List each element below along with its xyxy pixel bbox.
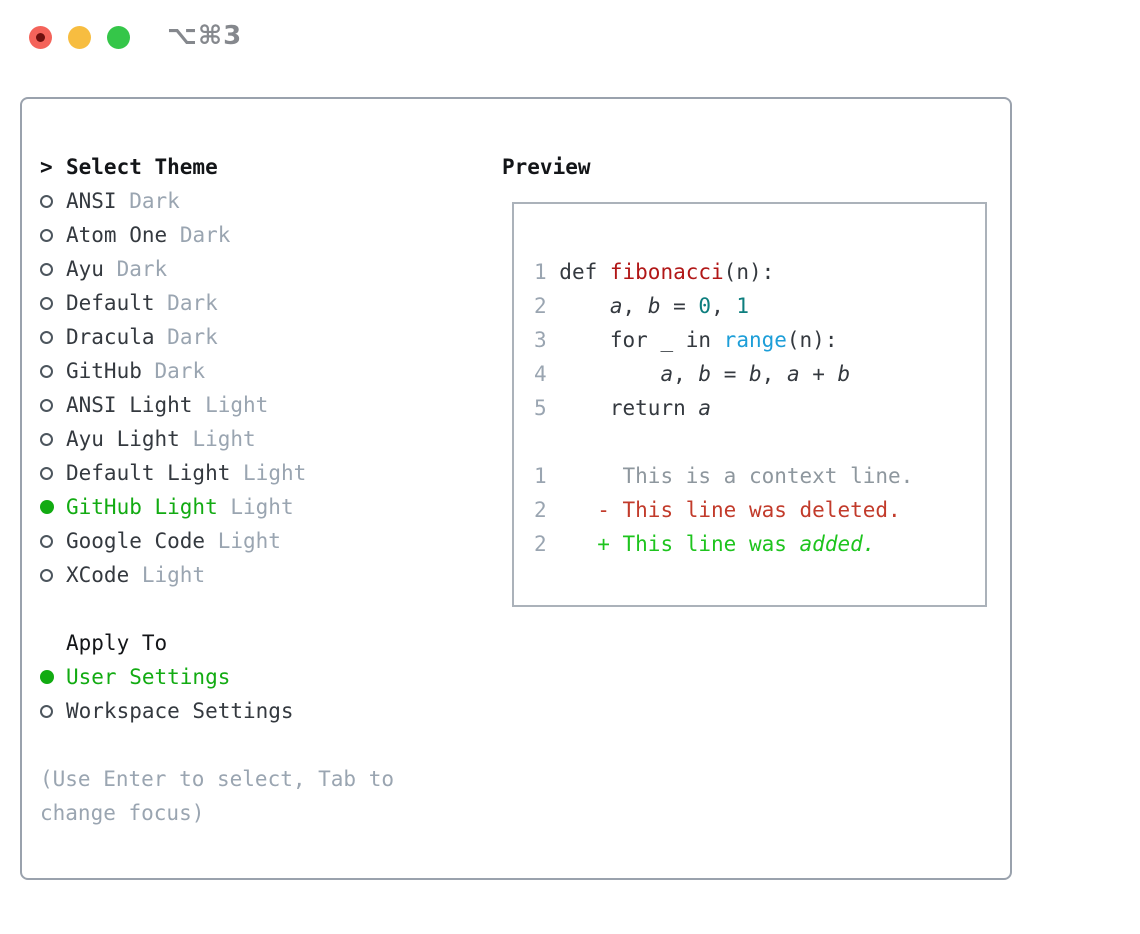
theme-name: Default [66, 291, 155, 315]
theme-option-dracula-dark[interactable]: Dracula Dark [40, 320, 394, 354]
line-number: 5 [534, 396, 547, 420]
theme-name: ANSI Light [66, 393, 193, 417]
radio-icon [40, 558, 66, 592]
radio-icon [40, 388, 66, 422]
titlebar: ⌥⌘3 [0, 0, 1140, 74]
theme-name: XCode [66, 563, 130, 587]
close-button-icon[interactable] [29, 26, 52, 49]
theme-option-default-light-light[interactable]: Default Light Light [40, 456, 394, 490]
preview-column: Preview 1 def fibonacci(n): 2 a, b = 0, 1… [502, 150, 987, 607]
radio-icon [40, 184, 66, 218]
theme-variant-label: Light [243, 461, 307, 485]
theme-variant-label: Dark [116, 257, 168, 281]
theme-variant-label: Light [230, 495, 294, 519]
theme-name: ANSI [66, 189, 117, 213]
preview-line: 1 def fibonacci(n): [534, 260, 775, 284]
theme-name: Default Light [66, 461, 231, 485]
line-number: 3 [534, 328, 547, 352]
preview-line: 2 - This line was deleted. [534, 498, 901, 522]
theme-option-xcode-light[interactable]: XCode Light [40, 558, 394, 592]
preview-line: 2 + This line was added. [534, 532, 876, 556]
line-number: 4 [534, 362, 547, 386]
window-title-shortcut: ⌥⌘3 [167, 21, 243, 51]
theme-section-title: Select Theme [66, 155, 218, 179]
radio-icon [40, 320, 66, 354]
theme-variant-label: Light [192, 427, 256, 451]
theme-name: Atom One [66, 223, 168, 247]
radio-icon [40, 694, 66, 728]
preview-line: 3 for _ in range(n): [534, 328, 838, 352]
preview-line: 4 a, b = b, a + b [534, 362, 851, 386]
theme-variant-label: Dark [179, 223, 231, 247]
cursor-icon: > [40, 155, 53, 179]
hint-line: change focus) [40, 801, 205, 825]
theme-variant-label: Light [217, 529, 281, 553]
theme-option-ayu-dark[interactable]: Ayu Dark [40, 252, 394, 286]
theme-option-default-dark[interactable]: Default Dark [40, 286, 394, 320]
theme-option-ansi-dark[interactable]: ANSI Dark [40, 184, 394, 218]
theme-name: Ayu [66, 257, 104, 281]
theme-name: GitHub [66, 359, 142, 383]
theme-variant-label: Dark [129, 189, 180, 213]
theme-variant-label: Dark [167, 325, 218, 349]
radio-selected-icon [40, 660, 66, 694]
theme-name: Ayu Light [66, 427, 180, 451]
apply-section-title: Apply To [66, 631, 168, 655]
radio-icon [40, 422, 66, 456]
theme-variant-label: Dark [167, 291, 218, 315]
theme-option-github-dark[interactable]: GitHub Dark [40, 354, 394, 388]
preview-line: 2 a, b = 0, 1 [534, 294, 750, 318]
theme-variant-label: Dark [154, 359, 206, 383]
radio-icon [40, 286, 66, 320]
radio-selected-icon [40, 490, 66, 524]
radio-icon [40, 354, 66, 388]
apply-option-label: Workspace Settings [66, 699, 294, 723]
zoom-button-icon[interactable] [107, 26, 130, 49]
apply-option-workspace-settings[interactable]: Workspace Settings [40, 694, 394, 728]
theme-option-ansi-light-light[interactable]: ANSI Light Light [40, 388, 394, 422]
preview-blank-line [534, 425, 985, 459]
preview-box: 1 def fibonacci(n): 2 a, b = 0, 1 3 for _ … [512, 202, 987, 607]
radio-icon [40, 218, 66, 252]
radio-icon [40, 252, 66, 286]
apply-option-user-settings[interactable]: User Settings [40, 660, 394, 694]
preview-line: 1 This is a context line. [534, 464, 914, 488]
radio-icon [40, 524, 66, 558]
theme-option-github-light-light[interactable]: GitHub Light Light [40, 490, 394, 524]
line-number: 1 [534, 260, 547, 284]
line-number: 1 [534, 464, 547, 488]
apply-header-row: Apply To [40, 626, 394, 660]
theme-header-row: > Select Theme [40, 150, 394, 184]
hint-text: (Use Enter to select, Tab to change focus… [40, 762, 394, 830]
theme-name: Google Code [66, 529, 206, 553]
theme-variant-label: Light [141, 563, 206, 587]
theme-option-ayu-light-light[interactable]: Ayu Light Light [40, 422, 394, 456]
preview-line: 5 return a [534, 396, 712, 420]
line-number: 2 [534, 294, 547, 318]
line-number: 2 [534, 532, 547, 556]
hint-line: (Use Enter to select, Tab to [40, 767, 395, 791]
preview-title: Preview [502, 155, 591, 179]
apply-option-label: User Settings [66, 665, 231, 689]
line-number: 2 [534, 498, 547, 522]
theme-option-atom-one-dark[interactable]: Atom One Dark [40, 218, 394, 252]
minimize-button-icon[interactable] [68, 26, 91, 49]
preview-header-row: Preview [502, 150, 987, 184]
radio-icon [40, 456, 66, 490]
theme-name: Dracula [66, 325, 155, 349]
theme-name: GitHub Light [66, 495, 218, 519]
theme-variant-label: Light [205, 393, 269, 417]
theme-option-google-code-light[interactable]: Google Code Light [40, 524, 394, 558]
